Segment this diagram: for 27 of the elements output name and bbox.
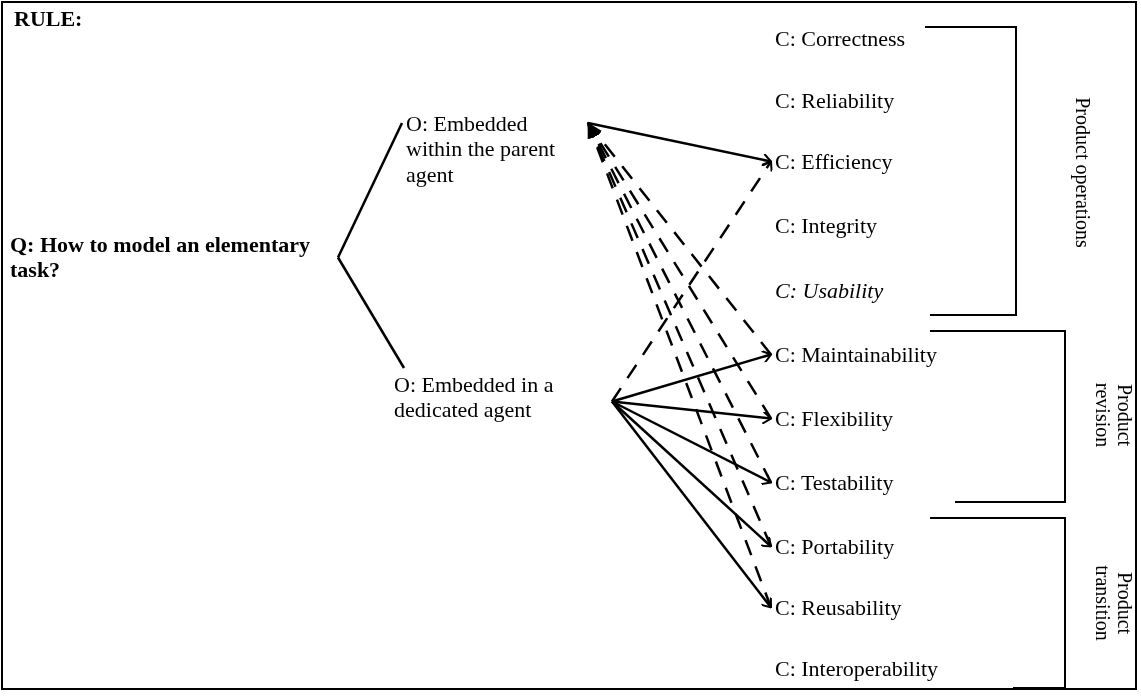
connector-line — [336, 256, 406, 369]
option-text: O: Embedded within the parent agent — [406, 111, 584, 187]
arrow — [611, 400, 772, 486]
group-label: Product transition — [1091, 564, 1135, 643]
connector-line — [336, 122, 404, 259]
criterion-text: C: Efficiency — [775, 149, 893, 175]
criterion-text: C: Portability — [775, 534, 895, 560]
dashed-arrow — [587, 122, 772, 356]
dashed-arrow — [610, 160, 773, 403]
criterion-text: C: Correctness — [775, 26, 906, 52]
arrow — [611, 400, 772, 609]
criterion-text: C: Interoperability — [775, 656, 939, 682]
criterion-text: C: Usability — [775, 278, 884, 304]
criterion-text: C: Testability — [775, 470, 894, 496]
arrow — [611, 400, 772, 548]
criterion-text: C: Integrity — [775, 213, 878, 239]
question-text: Q: How to model an elementary task? — [10, 232, 330, 283]
option-text: O: Embedded in a dedicated agent — [394, 372, 614, 423]
criterion-text: C: Reusability — [775, 595, 902, 621]
criterion-text: C: Flexibility — [775, 406, 893, 432]
criterion-text: C: Reliability — [775, 88, 895, 114]
group-label: Product operations — [1070, 96, 1094, 248]
arrow — [587, 121, 772, 167]
arrow — [611, 350, 772, 403]
group-label: Product revision — [1091, 381, 1135, 450]
rule-label: RULE: — [14, 6, 83, 32]
criterion-text: C: Maintainability — [775, 342, 937, 368]
